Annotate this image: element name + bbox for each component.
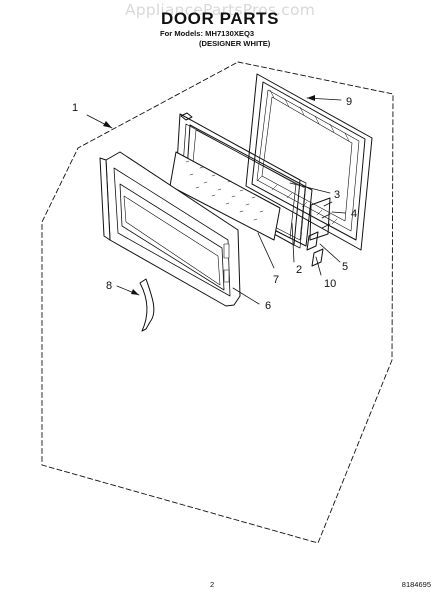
part-choke-frame (245, 73, 373, 251)
callout-10: 10 (324, 278, 336, 290)
callout-6: 6 (265, 300, 271, 312)
callout-7: 7 (273, 274, 279, 286)
models-line: For Models: MH7130XEQ3 (160, 29, 255, 38)
callout-1: 1 (72, 102, 78, 114)
part-handle (139, 278, 155, 332)
callout-9: 9 (346, 96, 352, 108)
assembly-boundary (41, 61, 394, 544)
part-outer-door (99, 151, 241, 307)
callout-2: 2 (296, 264, 302, 276)
callout-4: 4 (351, 208, 357, 220)
part-hinge-bracket (309, 197, 333, 241)
callout-3: 3 (334, 189, 340, 201)
watermark: AppliancePartsPros.com (124, 1, 316, 19)
part-latch (306, 231, 319, 251)
document-number: 8184695 (401, 580, 431, 589)
part-spring (311, 248, 324, 267)
variant-line: (DESIGNER WHITE) (199, 39, 271, 48)
part-window-glass (169, 151, 281, 241)
callout-5: 5 (342, 261, 348, 273)
page-number: 2 (210, 580, 215, 589)
callout-8: 8 (106, 280, 112, 292)
page-title: DOOR PARTS (160, 9, 280, 28)
